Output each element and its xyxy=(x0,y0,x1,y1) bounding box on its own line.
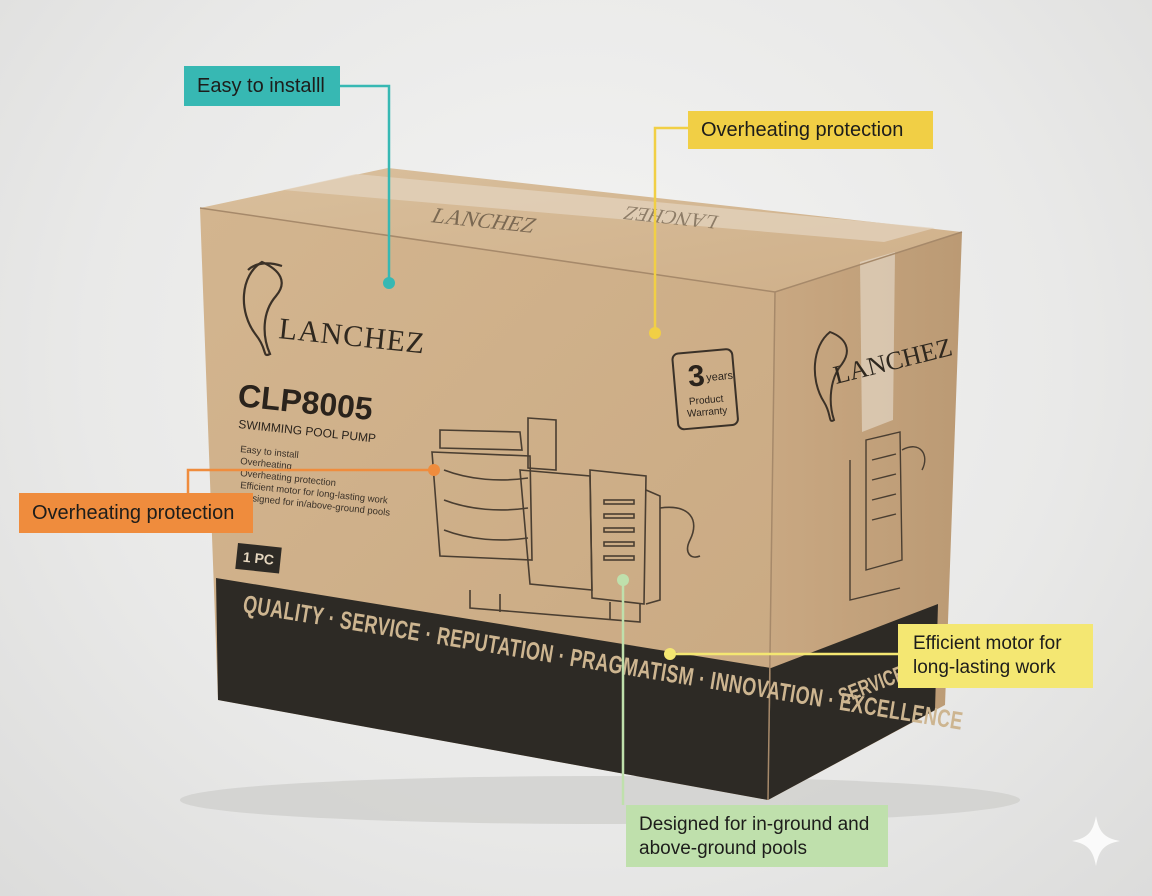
callout-designed-line-2: above-ground pools xyxy=(639,838,807,859)
callout-overheating-top: Overheating protection xyxy=(688,111,933,149)
callout-designed-line-1: Designed for in-ground and xyxy=(639,814,870,835)
fish-logo-icon xyxy=(242,260,283,357)
dot-yellow xyxy=(649,327,661,339)
svg-text:3: 3 xyxy=(687,359,707,393)
callout-easy-to-install-text: Easy to installl xyxy=(197,75,325,97)
dot-green xyxy=(617,574,629,586)
svg-text:Product: Product xyxy=(689,394,725,408)
svg-text:1 PC: 1 PC xyxy=(242,549,275,568)
svg-text:years: years xyxy=(706,370,734,384)
svg-text:Warranty: Warranty xyxy=(687,405,728,419)
side-pump-drawing xyxy=(849,431,926,601)
sparkle-icon xyxy=(1072,816,1120,866)
pool-pump-drawing xyxy=(431,417,701,623)
callout-efficient-motor-line-2: long-lasting work xyxy=(913,657,1056,678)
feature-line-2: Overheating xyxy=(240,456,293,472)
dot-teal xyxy=(383,277,395,289)
fish-logo-side-icon xyxy=(813,330,848,422)
dot-orange xyxy=(428,464,440,476)
warranty-badge: 3 years Product Warranty xyxy=(671,348,739,431)
tape-top xyxy=(283,174,935,242)
box-shadow xyxy=(180,776,1020,824)
callout-designed-for-pools: Designed for in-ground and above-ground … xyxy=(626,805,888,867)
callout-efficient-motor-line-1: Efficient motor for xyxy=(913,633,1062,654)
callout-efficient-motor: Efficient motor for long-lasting work xyxy=(898,624,1093,688)
dot-light-yellow xyxy=(664,648,676,660)
callout-overheating-top-text: Overheating protection xyxy=(701,119,904,141)
callout-connectors xyxy=(186,84,898,805)
callout-overheating-left-text: Overheating protection xyxy=(32,502,235,524)
callout-overheating-left: Overheating protection xyxy=(19,493,253,533)
callout-easy-to-install: Easy to installl xyxy=(184,66,340,106)
quantity-badge: 1 PC xyxy=(235,543,282,574)
tape-side xyxy=(860,252,895,432)
front-band xyxy=(216,578,771,800)
